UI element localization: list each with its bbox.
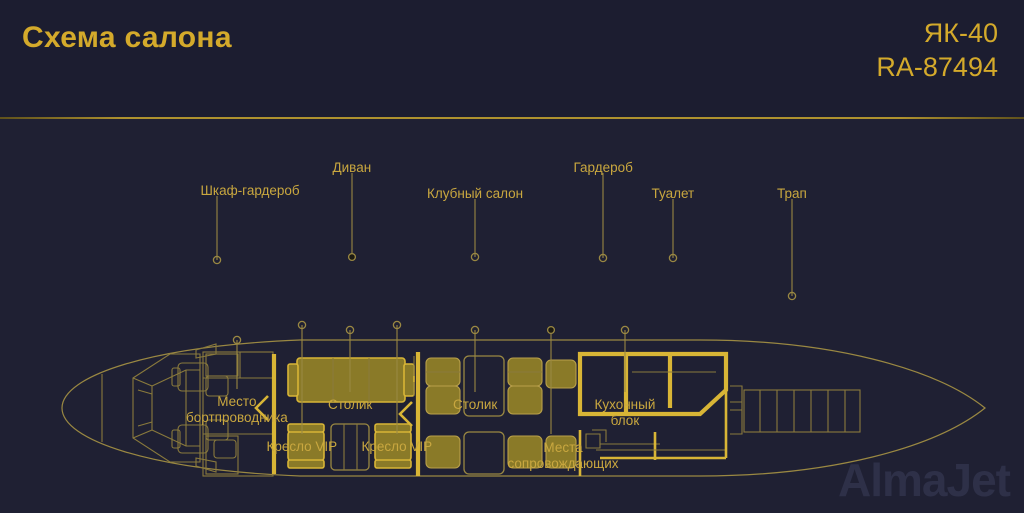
vip-chair-2-unit [374, 423, 412, 469]
label-flight-attendant-seat: Место бортпроводника [186, 394, 288, 425]
aft-bulkhead [724, 385, 743, 458]
label-divan: Диван [332, 160, 372, 175]
divan-unit [287, 357, 415, 403]
label-lavatory: Туалет [651, 186, 695, 201]
leader-marker-club-salon [470, 252, 480, 262]
brand-watermark: AlmaJet [838, 454, 1011, 506]
pilot-seat-right [171, 424, 209, 454]
aircraft-type: ЯК-40 [923, 18, 998, 48]
airstair-unit [743, 389, 861, 433]
label-table-1: Столик [328, 397, 373, 412]
pilot-seat-left [171, 362, 209, 392]
leader-marker-divan [347, 252, 357, 262]
cabin-diagram: .thin { fill:none; stroke:#8a7a3c; strok… [0, 118, 1024, 513]
leader-marker-table-2 [470, 325, 480, 335]
vip-chair-1-unit [287, 423, 325, 469]
leader-marker-wardrobe [598, 253, 608, 263]
wardrobe-closet-unit [205, 353, 239, 377]
label-wardrobe: Гардероб [573, 160, 633, 175]
label-galley-block: Кухонный блок [594, 397, 656, 428]
leader-marker-vip-chair-1 [297, 320, 307, 330]
vip-seating-group [287, 423, 412, 471]
label-vip-chair-1: Кресло VIP [266, 439, 338, 454]
leader-marker-flight-attendant-seat [232, 335, 242, 345]
label-table-2: Столик [453, 397, 498, 412]
page-title: Схема салона [22, 21, 232, 54]
flight-attendant-seat-unit [205, 435, 239, 475]
mid-bulkhead [398, 352, 421, 476]
cabin-diagram-svg: .thin { fill:none; stroke:#8a7a3c; strok… [61, 173, 986, 477]
fuselage-outline [61, 339, 986, 477]
label-club-salon: Клубный салон [427, 186, 524, 201]
aircraft-registration: RA-87494 [876, 52, 998, 82]
forward-cabin [202, 351, 277, 477]
page-header: Схема салона ЯК-40 RA-87494 [0, 0, 1024, 118]
leader-marker-wardrobe-closet [212, 255, 222, 265]
leader-marker-galley-block [620, 325, 630, 335]
leader-marker-vip-chair-2 [392, 320, 402, 330]
leader-marker-escort-seats [546, 325, 556, 335]
cockpit [132, 343, 229, 473]
label-escort-seats: Места сопровождающих [507, 440, 619, 471]
club-salon-upper [425, 355, 577, 417]
label-vip-chair-2: Кресло VIP [361, 439, 433, 454]
leader-lines [212, 173, 797, 434]
club-salon-lower [425, 431, 577, 475]
header-divider [0, 117, 1024, 119]
leader-marker-lavatory [668, 253, 678, 263]
label-wardrobe-closet: Шкаф-гардероб [200, 183, 300, 198]
leader-marker-table-1 [345, 325, 355, 335]
leader-marker-airstair [787, 291, 797, 301]
aircraft-identification: ЯК-40 RA-87494 [876, 16, 998, 84]
label-airstair: Трап [777, 186, 807, 201]
rear-compartments [577, 351, 729, 417]
vip-table-unit [330, 423, 370, 471]
galley-unit [578, 429, 726, 476]
